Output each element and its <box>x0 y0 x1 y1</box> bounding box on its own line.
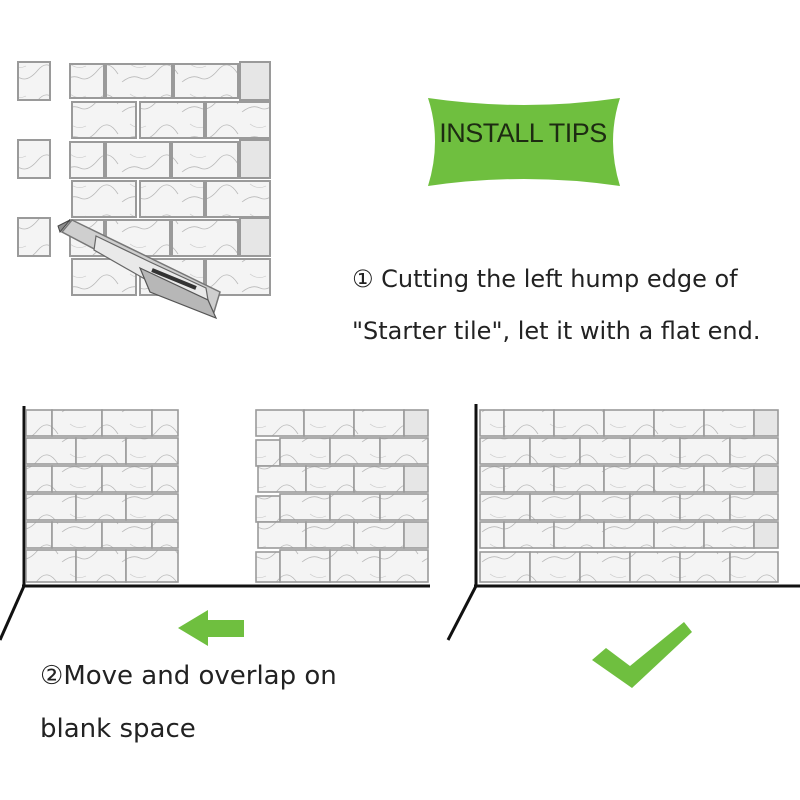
install-tips-title: INSTALL TIPS <box>439 118 607 148</box>
checkmark-icon <box>592 622 692 688</box>
install-tips-banner <box>428 98 620 186</box>
left-arrow-icon <box>178 610 244 646</box>
step-1-text-line-2: "Starter tile", let it with a flat end. <box>352 317 761 345</box>
wall-floor-lines <box>0 404 800 641</box>
starter-tile-sheet <box>17 61 271 296</box>
tip-step-2-line-1: ②Move and overlap on <box>40 650 400 703</box>
step-2-text-line-1: Move and overlap on <box>63 661 337 691</box>
completed-wall <box>479 409 779 583</box>
tip-step-2: ②Move and overlap on blank space <box>40 650 400 756</box>
step-2-marker: ② <box>40 661 64 691</box>
step-2-text-line-2: blank space <box>40 714 196 744</box>
step-1-marker: ① <box>352 265 374 293</box>
installed-sheet-left <box>25 409 179 583</box>
moving-sheet <box>255 409 429 583</box>
utility-knife-icon <box>57 219 221 320</box>
tip-step-1-line-1: ① Cutting the left hump edge of <box>352 253 792 305</box>
tip-step-1: ① Cutting the left hump edge of "Starter… <box>352 253 792 357</box>
step-1-text-line-1: Cutting the left hump edge of <box>373 265 738 293</box>
